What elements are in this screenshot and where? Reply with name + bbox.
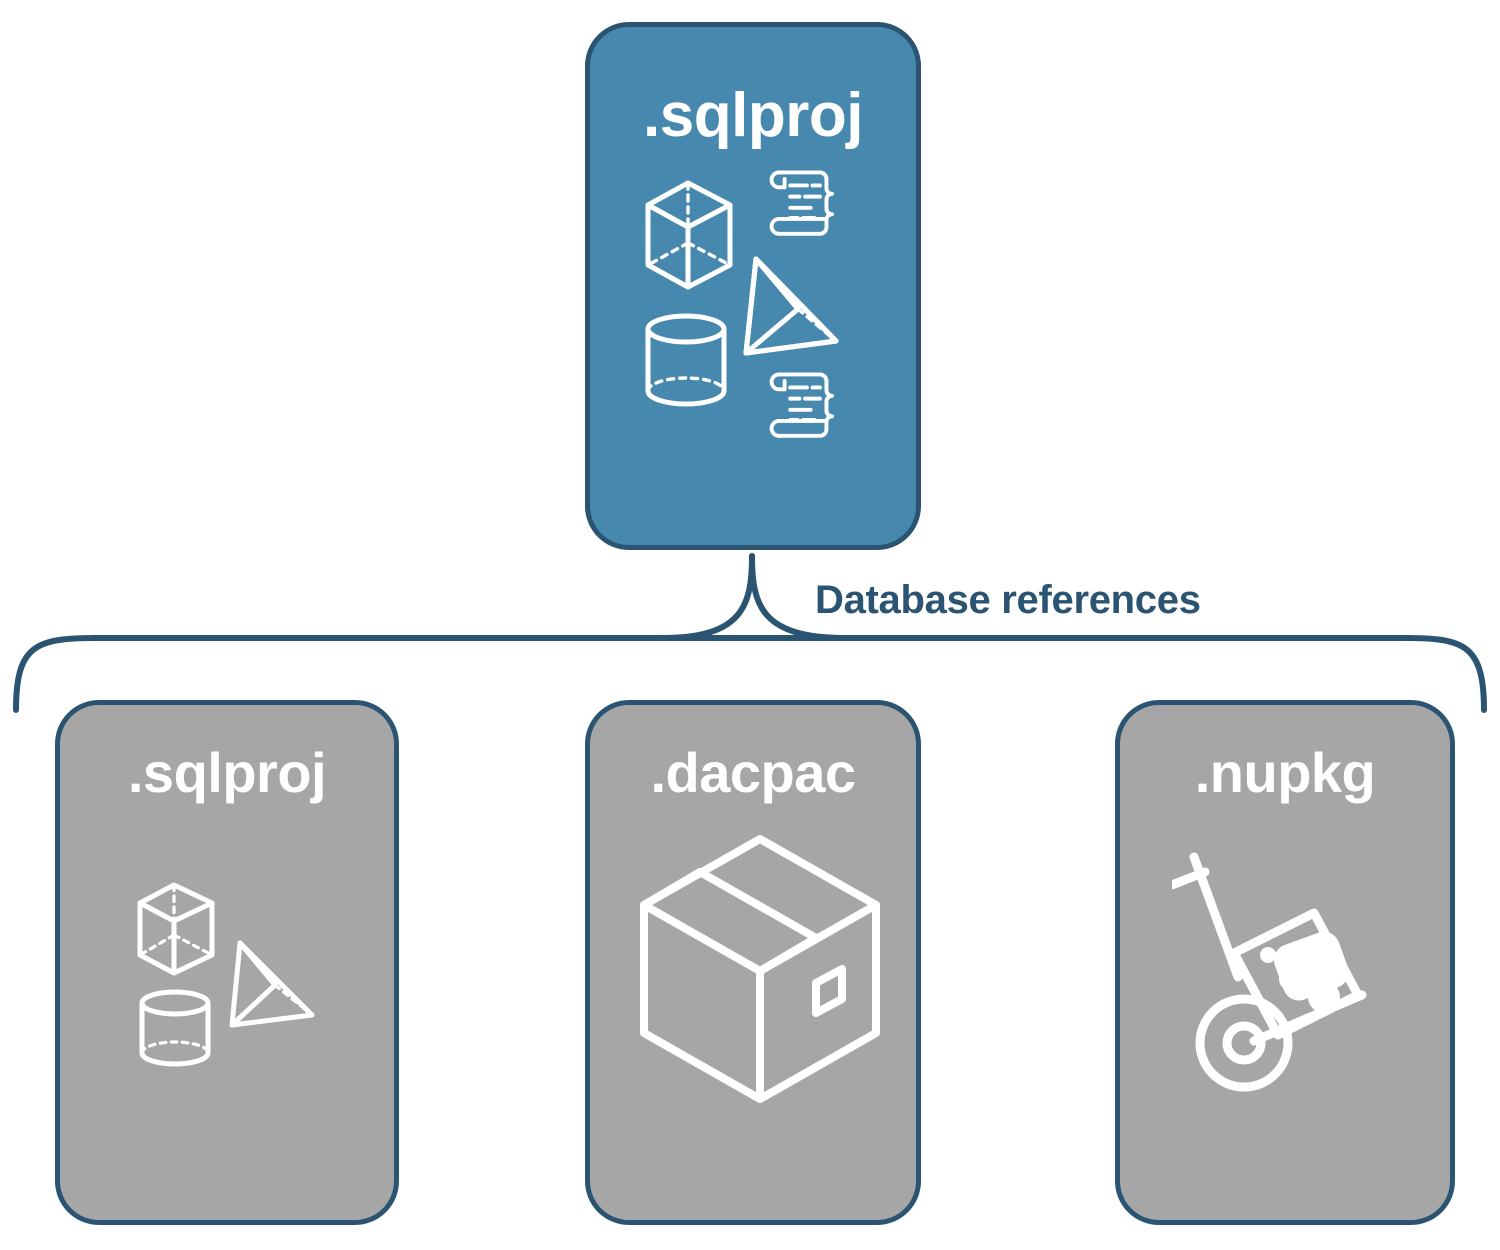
root-card-title: .sqlproj	[643, 81, 863, 150]
child-nupkg-icon-group	[1167, 845, 1424, 1113]
connector-label: Database references	[815, 578, 1201, 622]
wireframe-cube-icon	[137, 882, 215, 976]
child-sqlproj-icon-group	[132, 865, 352, 1085]
nuget-hand-truck-icon	[1167, 852, 1367, 1046]
wireframe-cylinder-hidden-edge	[140, 1040, 210, 1055]
child-sqlproj-card[interactable]: .sqlproj	[55, 700, 399, 1225]
brace-right-end	[1403, 635, 1487, 713]
child-nupkg-card[interactable]: .nupkg	[1115, 700, 1455, 1225]
wireframe-pyramid-icon	[229, 940, 315, 1028]
child-nupkg-title: .nupkg	[1194, 741, 1376, 804]
package-box-icon	[640, 835, 880, 1103]
wireframe-cylinder-icon	[139, 989, 211, 1067]
child-dacpac-icon-group	[638, 833, 882, 1105]
brace-center-peak-right	[749, 553, 849, 641]
child-dacpac-title: .dacpac	[650, 741, 856, 804]
child-sqlproj-title: .sqlproj	[127, 741, 327, 804]
wireframe-pyramid-hidden-edges	[230, 941, 314, 1027]
brace-center-peak-left	[659, 553, 755, 641]
nuget-wheel-icon	[1195, 994, 1293, 1092]
brace-left-end	[13, 635, 99, 713]
wireframe-cube-hidden-edges	[138, 883, 214, 957]
nuget-package-logo-shapes	[1260, 931, 1349, 1013]
child-dacpac-card[interactable]: .dacpac	[585, 700, 921, 1225]
